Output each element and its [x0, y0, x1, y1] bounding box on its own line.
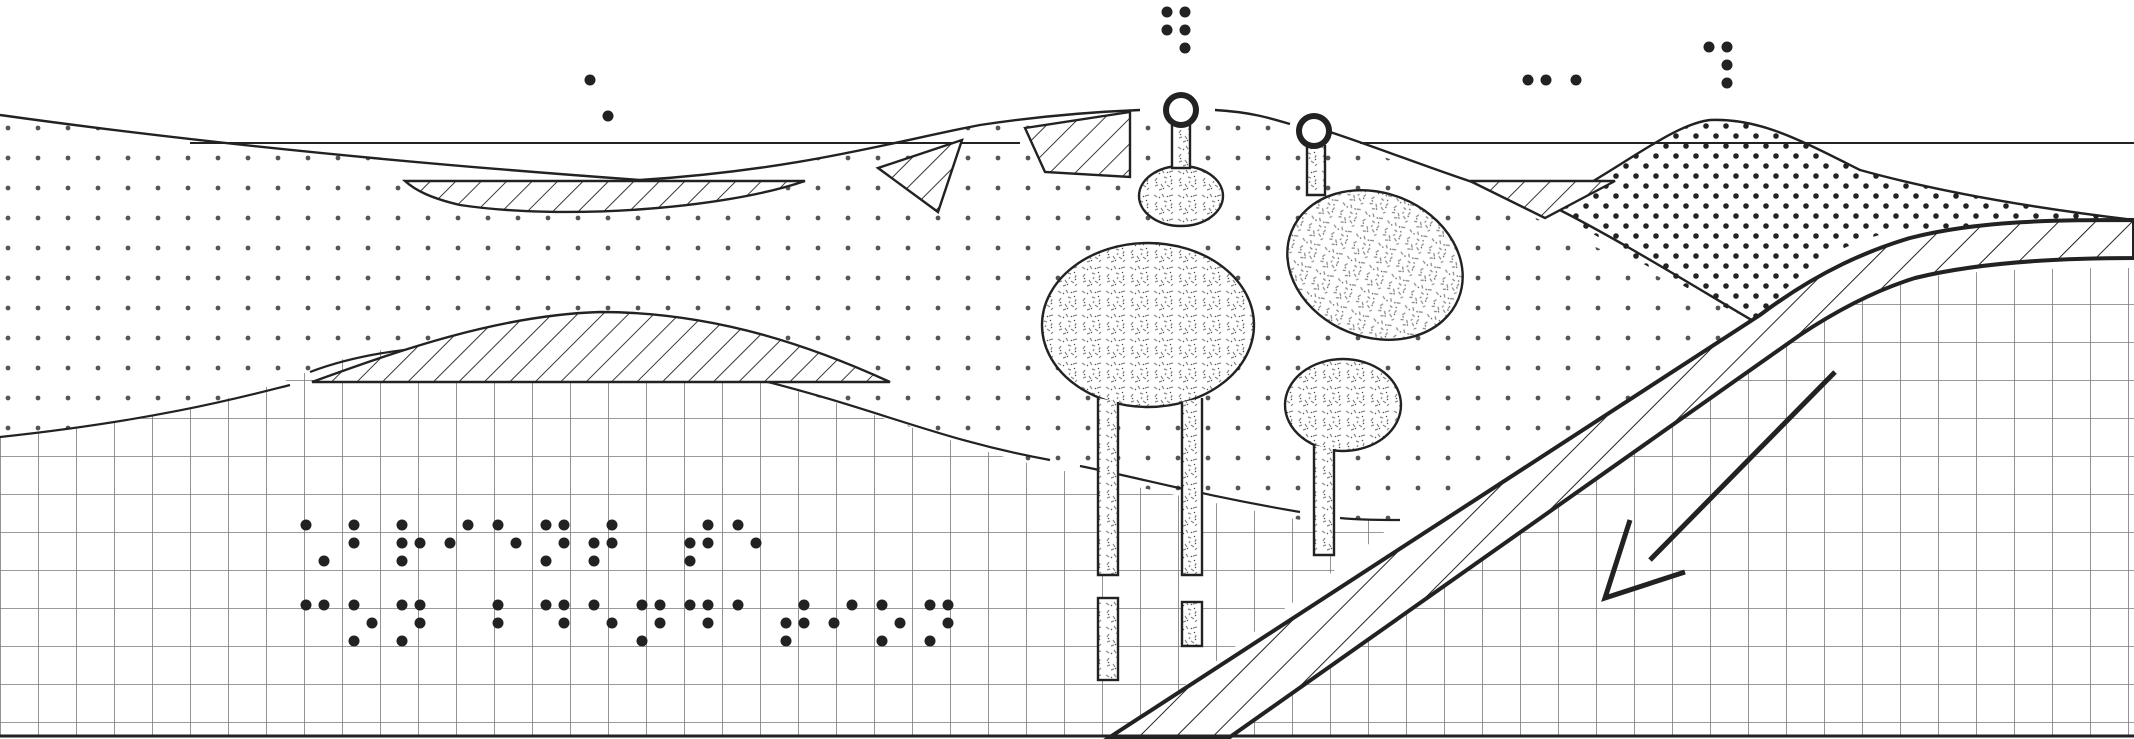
- braille-dot: [415, 538, 426, 549]
- braille-dot: [445, 538, 456, 549]
- braille-dot: [655, 600, 666, 611]
- braille-dot: [349, 600, 360, 611]
- braille-dot: [1541, 75, 1552, 86]
- braille-dot: [1722, 60, 1733, 71]
- braille-dot: [829, 618, 840, 629]
- braille-dot: [925, 600, 936, 611]
- braille-dot: [585, 75, 596, 86]
- braille-dot: [349, 520, 360, 531]
- braille-dot: [703, 520, 714, 531]
- braille-label-right-1: ⠉⠁: [1523, 75, 1582, 86]
- braille-dot: [685, 600, 696, 611]
- volcanic-vent-right: [1299, 116, 1329, 146]
- braille-dot: [781, 636, 792, 647]
- magma-dike-left: [1098, 398, 1118, 575]
- braille-dot: [799, 600, 810, 611]
- braille-label-right-2: ⠹: [1704, 42, 1733, 89]
- braille-dot: [301, 520, 312, 531]
- braille-dot: [559, 520, 570, 531]
- braille-dot: [397, 538, 408, 549]
- braille-dot: [511, 538, 522, 549]
- volcanic-conduit-top: [1172, 125, 1190, 168]
- braille-dot: [703, 538, 714, 549]
- braille-dot: [415, 618, 426, 629]
- braille-dot: [895, 618, 906, 629]
- braille-dot: [559, 600, 570, 611]
- volcanic-vent-left: [1166, 95, 1196, 125]
- braille-dot: [559, 618, 570, 629]
- braille-dot: [463, 520, 474, 531]
- braille-dot: [751, 538, 762, 549]
- magma-dike-segment-middle: [1182, 602, 1202, 646]
- magma-dike-segment-left: [1098, 598, 1118, 680]
- braille-dot: [541, 520, 552, 531]
- braille-dot: [655, 618, 666, 629]
- magma-chamber-large: [1042, 243, 1254, 407]
- braille-dot: [943, 618, 954, 629]
- magma-dike-middle: [1182, 398, 1202, 575]
- braille-dot: [349, 636, 360, 647]
- braille-dot: [589, 556, 600, 567]
- braille-dot: [559, 538, 570, 549]
- braille-dot: [1523, 75, 1534, 86]
- braille-dot: [397, 600, 408, 611]
- braille-dot: [685, 538, 696, 549]
- braille-dot: [637, 600, 648, 611]
- braille-dot: [1722, 42, 1733, 53]
- braille-dot: [493, 600, 504, 611]
- braille-dot: [925, 636, 936, 647]
- braille-dot: [367, 618, 378, 629]
- braille-dot: [877, 600, 888, 611]
- braille-dot: [1180, 43, 1191, 54]
- braille-dot: [685, 556, 696, 567]
- braille-label-top: ⠻: [1162, 7, 1191, 54]
- braille-dot: [1571, 75, 1582, 86]
- braille-dot: [397, 556, 408, 567]
- braille-dot: [1180, 7, 1191, 18]
- braille-dot: [603, 111, 614, 122]
- braille-dot: [847, 600, 858, 611]
- braille-dot: [637, 636, 648, 647]
- braille-dot: [1162, 25, 1173, 36]
- braille-dot: [703, 600, 714, 611]
- braille-dot: [1722, 78, 1733, 89]
- braille-dot: [1180, 25, 1191, 36]
- braille-dot: [301, 600, 312, 611]
- braille-dot: [541, 556, 552, 567]
- braille-dot: [349, 538, 360, 549]
- braille-dot: [319, 600, 330, 611]
- braille-dot: [781, 618, 792, 629]
- braille-dot: [607, 538, 618, 549]
- braille-dot: [733, 600, 744, 611]
- braille-dot: [607, 520, 618, 531]
- braille-dot: [493, 520, 504, 531]
- braille-dot: [541, 600, 552, 611]
- braille-dot: [589, 600, 600, 611]
- braille-dot: [397, 520, 408, 531]
- magma-dike-right: [1314, 445, 1334, 555]
- braille-dot: [877, 636, 888, 647]
- braille-dot: [1704, 42, 1715, 53]
- braille-dot: [415, 600, 426, 611]
- magma-chamber-small-top: [1139, 166, 1223, 226]
- braille-dot: [1162, 7, 1173, 18]
- braille-dot: [397, 636, 408, 647]
- braille-dot: [703, 618, 714, 629]
- braille-dot: [319, 556, 330, 567]
- braille-dot: [607, 618, 618, 629]
- braille-dot: [799, 618, 810, 629]
- braille-dot: [943, 600, 954, 611]
- braille-dot: [733, 520, 744, 531]
- braille-dot: [589, 538, 600, 549]
- braille-label-left: ⠡: [585, 75, 614, 122]
- braille-dot: [493, 618, 504, 629]
- volcanic-conduit-right: [1307, 145, 1325, 195]
- magma-chamber-small-right: [1285, 359, 1401, 451]
